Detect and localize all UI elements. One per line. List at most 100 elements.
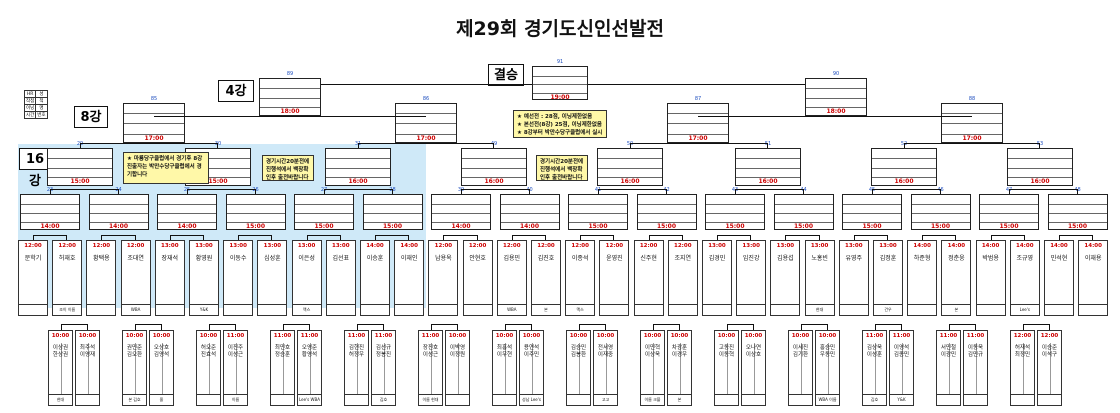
match-box[interactable]: 15:00 [910, 194, 971, 230]
match-box[interactable]: 15:00 [636, 194, 697, 230]
player-name-b: 김봉환 [570, 352, 587, 358]
match-box[interactable]: 14:00 [431, 194, 491, 230]
match-box[interactable]: 15:00 [979, 194, 1039, 230]
match-time: 14:00 [519, 223, 540, 230]
match-box[interactable]: 16:00 [461, 148, 527, 186]
match-header [736, 149, 800, 159]
match-box[interactable]: 16:00 [871, 148, 937, 186]
match-box[interactable]: 15:00 [1047, 194, 1108, 230]
bracket-line [717, 235, 752, 240]
match-box[interactable]: 17:00 [123, 103, 185, 143]
match-box[interactable]: 15:00 [773, 194, 834, 230]
match-box[interactable]: 15:00 [705, 194, 765, 230]
match-box[interactable]: 17:00 [941, 103, 1003, 143]
match-box[interactable]: 15:00 [225, 194, 286, 230]
match-row-line [637, 222, 696, 223]
match-box[interactable]: 18:00 [259, 78, 321, 116]
match-box[interactable]: 15:00 [47, 148, 113, 186]
match-box[interactable]: 16:00 [1007, 148, 1073, 186]
match-box[interactable]: 17:00 [395, 103, 457, 143]
match-box[interactable]: 15:00 [842, 194, 902, 230]
match-box[interactable]: 14:00 [88, 194, 149, 230]
match-row-line [158, 213, 216, 214]
bracket-line [1009, 189, 1078, 194]
player-name-a: 오영준 [301, 345, 318, 351]
match-box[interactable]: 15:00 [294, 194, 354, 230]
match-box[interactable]: 19:00 [532, 66, 588, 101]
match-box[interactable]: 17:00 [667, 103, 729, 143]
match-box[interactable]: 15:00 [362, 194, 423, 230]
match-box[interactable]: 14:00 [499, 194, 560, 230]
match-box[interactable]: 14:00 [20, 194, 80, 230]
match-box[interactable]: 16:00 [325, 148, 391, 186]
match-box[interactable]: 16:00 [735, 148, 801, 186]
match-box[interactable]: 14:00 [157, 194, 217, 230]
match-box[interactable]: 18:00 [805, 78, 867, 116]
match-box[interactable]: 16:00 [597, 148, 663, 186]
match-header [843, 195, 901, 205]
match-box[interactable]: 15:00 [568, 194, 628, 230]
